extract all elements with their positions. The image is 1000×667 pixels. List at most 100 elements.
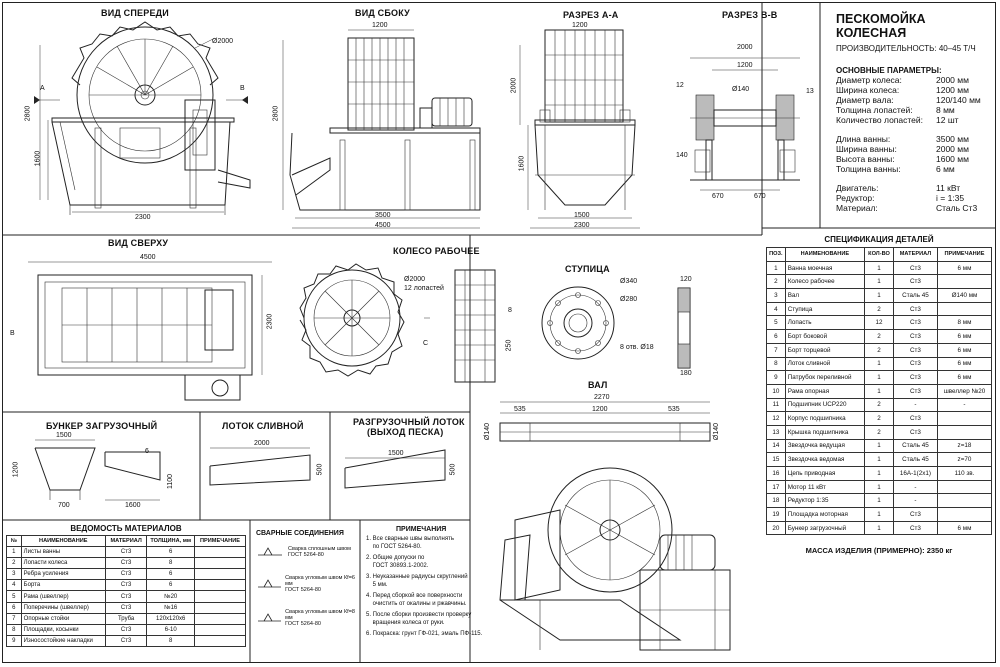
spec-cell: 6 мм [936,329,993,344]
label-c-wheel: C [423,340,429,347]
note-line: 6. Покраска: грунт ГФ-021, эмаль ПФ-115. [366,631,483,637]
dim-hopper-1200: 1200 [12,461,20,478]
dim-drain-2000: 2000 [254,440,270,447]
spec-cell: 12 [766,411,786,426]
dim-bb-12: 12 [676,82,684,89]
spec-cell: Патрубок переливной [784,370,866,385]
dim-hopper-6: 6 [145,448,149,455]
hopper-title: БУНКЕР ЗАГРУЗОЧНЫЙ [46,421,158,431]
spec-cell: 1 [864,479,894,495]
spec-cell: Звездочка ведущая [784,438,866,454]
spec-cell: Ст3 [892,342,938,358]
param-value: 1600 мм [936,154,969,164]
spec-cell: 2 [864,397,894,413]
notes-title: ПРИМЕЧАНИЯ [396,526,447,533]
spec-cell: 2 [864,301,894,317]
spec-cell: - [892,397,938,413]
spec-cell: 14 [766,438,786,454]
materials-cell: Опорные стойки [20,612,106,625]
materials-cell [194,601,246,614]
spec-cell: 1 [864,438,894,454]
spec-cell: 19 [766,507,786,522]
spec-cell: 8 [766,356,786,372]
spec-cell: - [892,479,938,495]
spec-cell: 1 [864,383,894,399]
dim-front-h2800: 2800 [24,105,32,122]
spec-cell: Ванна моечная [784,260,866,276]
welds-title: СВАРНЫЕ СОЕДИНЕНИЯ [256,530,344,537]
spec-cell: z=18 [936,438,993,454]
front-view-drawing [34,21,251,215]
spec-cell: 8 мм [936,315,993,331]
spec-cell: 1 [864,370,894,385]
weld-text-line2: ГОСТ 5264-80 [285,621,321,627]
param-row: Редуктор:i = 1:35 [836,193,992,203]
title-block: ПЕСКОМОЙКА КОЛЕСНАЯ ПРОИЗВОДИТЕЛЬНОСТЬ: … [836,12,992,213]
note-line: 5. После сборки произвести проверку [366,612,472,618]
dim-hopper-1500: 1500 [56,432,72,439]
note-line: по ГОСТ 5264-80. [366,543,422,550]
spec-cell: 110 зв. [936,466,993,481]
materials-cell: Ст3 [104,623,148,636]
spec-cell: Лоток сливной [784,356,866,372]
dim-aa-h1600: 1600 [518,155,526,172]
spec-cell: 9 [766,370,786,385]
dim-hub-d340: Ø340 [620,278,638,285]
note-item: 6. Покраска: грунт ГФ-021, эмаль ПФ-115. [366,631,483,639]
param-row: Высота ванны:1600 мм [836,154,992,164]
param-row: Ширина колеса:1200 мм [836,85,992,95]
param-key: Толщина лопастей: [836,105,913,115]
materials-cell: Рама (швеллер) [20,590,106,603]
spec-cell: - [936,397,993,413]
weld-symbol-icon [258,579,282,588]
spec-cell: 7 [766,342,786,358]
param-row: Толщина лопастей: 8 мм [836,105,992,115]
capacity-text: ПРОИЗВОДИТЕЛЬНОСТЬ: 40–45 Т/Ч [836,44,976,53]
note-line: очистить от окалины и ржавчины. [366,600,467,607]
dim-side-w3500: 3500 [375,212,391,219]
param-value: 8 мм [936,105,955,115]
spec-header-cell: ПРИМЕЧАНИЕ [936,247,993,262]
materials-cell: 6 [6,601,22,614]
materials-cell [194,546,246,559]
spec-cell: Мотор 11 кВт [784,479,866,495]
dim-hopper-1600: 1600 [125,502,141,509]
section-bb-drawing [690,57,800,191]
spec-cell: Крышка подшипника [784,424,866,440]
param-key: Двигатель: [836,183,879,193]
param-value: 6 мм [936,164,955,174]
hopper-drawing [34,439,161,501]
materials-cell: Ст3 [104,568,148,581]
dim-aa-w2300: 2300 [574,222,590,229]
dim-bb-140: 140 [676,152,688,159]
spec-cell: 1 [864,507,894,522]
spec-cell: Ст3 [892,520,938,536]
spec-cell: Сталь 45 [892,452,938,467]
materials-cell: 2 [6,557,22,570]
param-value: 120/140 мм [936,95,981,105]
materials-cell: 9 [6,634,22,647]
note-line: 1. Все сварные швы выполнять [366,536,454,542]
spec-header-cell: НАИМЕНОВАНИЕ [784,247,866,262]
dim-shaft-d140-left: Ø140 [484,422,492,441]
drawing-title: ПЕСКОМОЙКА КОЛЕСНАЯ [836,12,926,40]
param-value: 1200 мм [936,85,969,95]
note-line: 3. Неуказанные радиусы скруглений [366,574,468,580]
dim-side-w1200: 1200 [372,22,388,29]
dim-side-w4500: 4500 [375,222,391,229]
spec-cell: Ст3 [892,411,938,426]
dim-unload-500: 500 [449,463,457,476]
materials-cell: Борта [20,579,106,592]
materials-cell [194,568,246,581]
materials-cell: Поперечины (швеллер) [20,601,106,614]
note-line: 5 мм. [366,581,388,588]
note-item: 3. Неуказанные радиусы скруглений 5 мм. [366,574,468,589]
spec-cell: 15 [766,452,786,467]
materials-title: ВЕДОМОСТЬ МАТЕРИАЛОВ [70,524,182,533]
